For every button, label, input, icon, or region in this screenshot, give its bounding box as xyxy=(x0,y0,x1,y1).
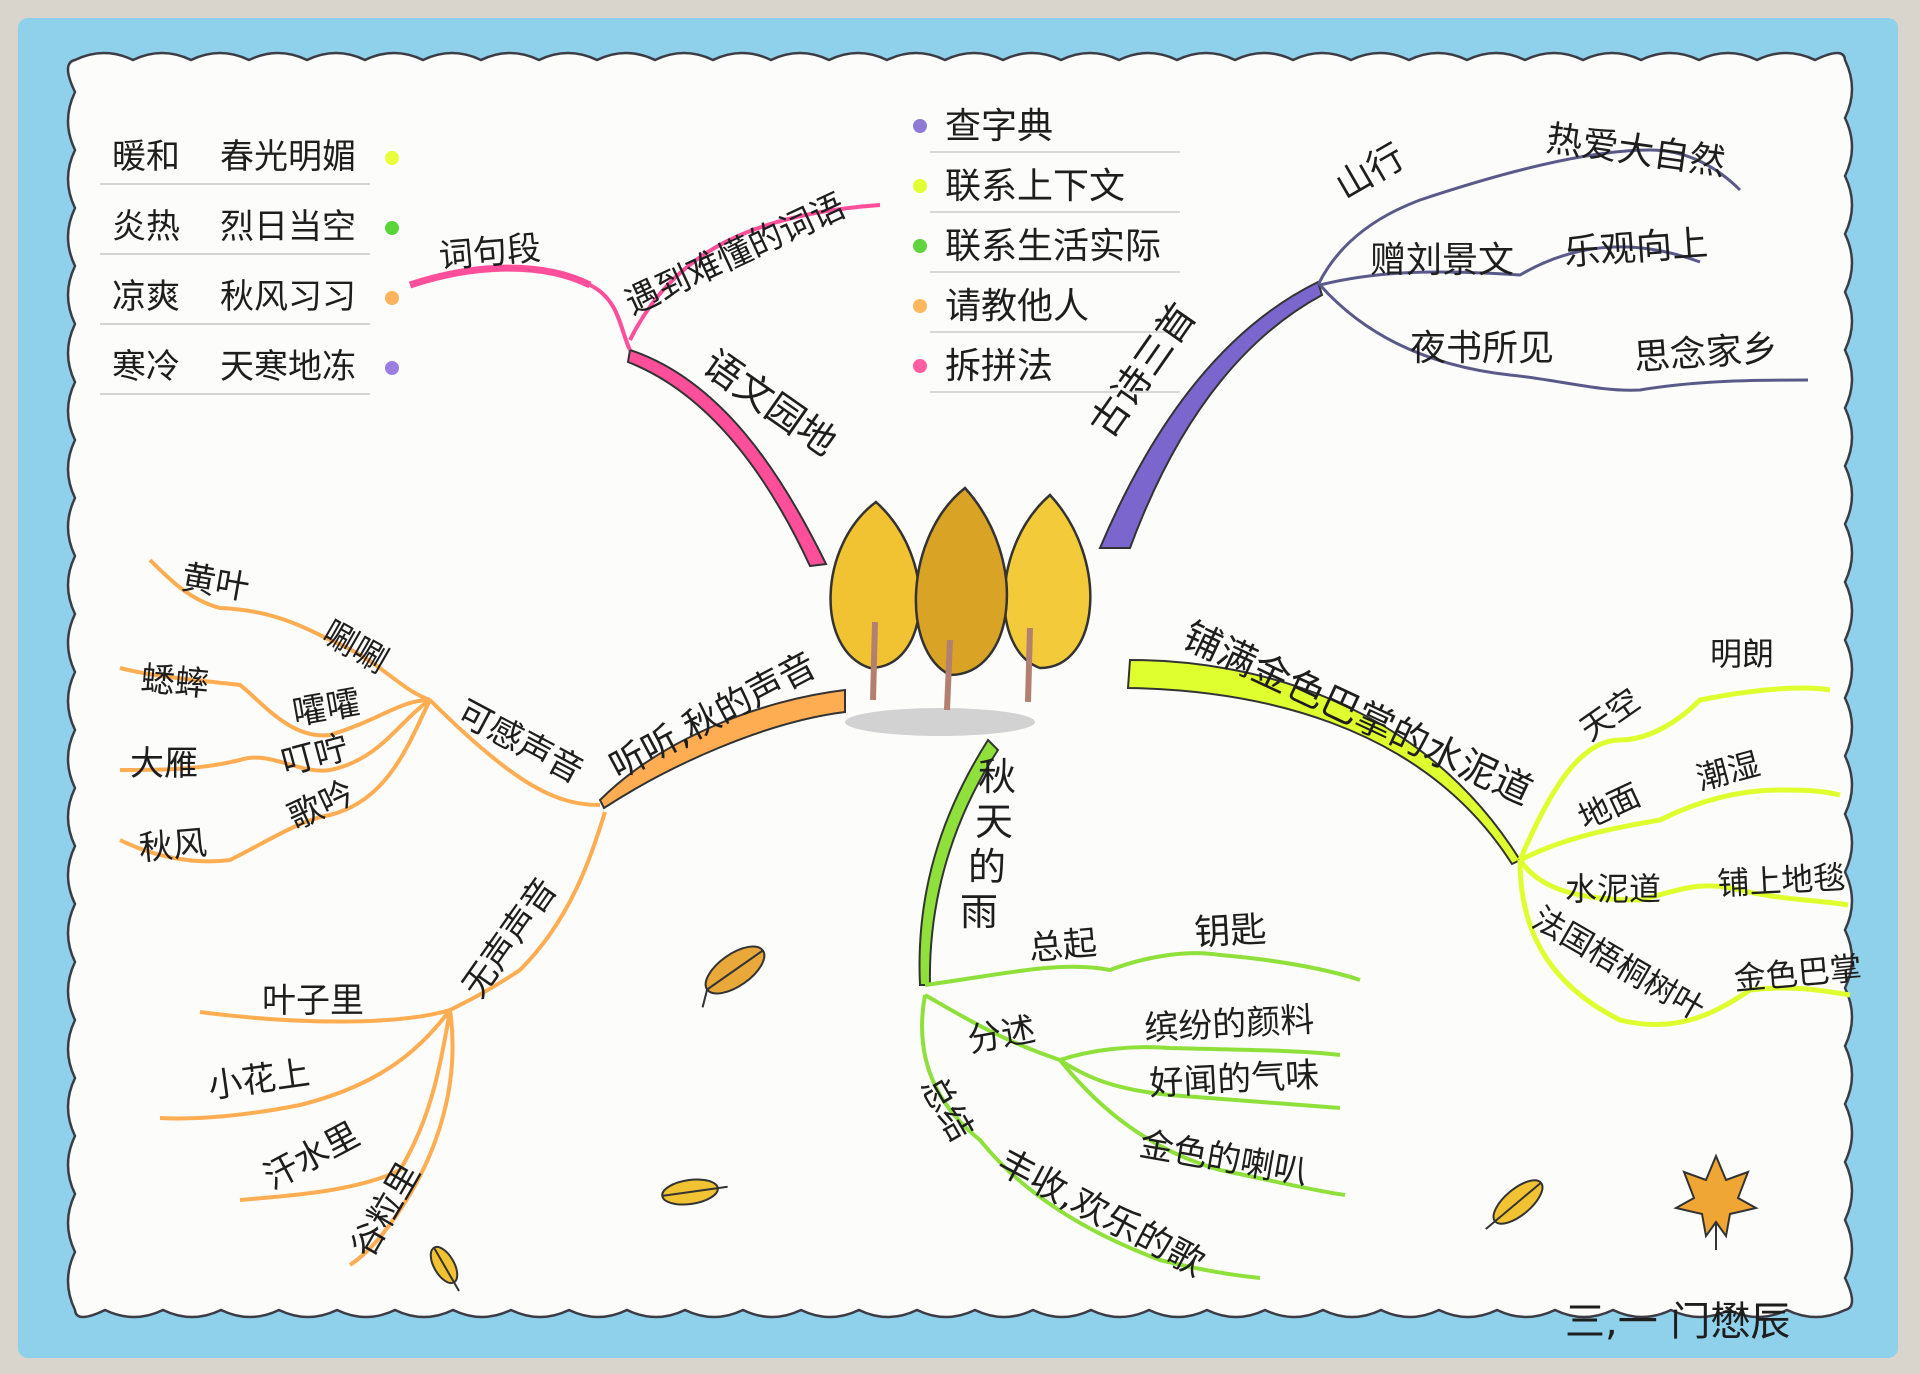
vocab-label: 词句段 xyxy=(437,228,542,277)
road-lines xyxy=(1517,685,1851,1028)
vocab-word: 暖和 xyxy=(112,137,180,177)
paper-area xyxy=(66,51,1854,1319)
vocab-idiom: 天寒地冻 xyxy=(220,347,356,387)
rain-detail-item: 好闻的气味 xyxy=(1148,1055,1320,1104)
maple-leaf-icon xyxy=(1673,1153,1759,1250)
method-text: 查字典 xyxy=(945,106,1053,147)
color-dot xyxy=(913,239,927,253)
signature: 三,一 门懋辰 xyxy=(1565,1299,1790,1345)
rain-label-3: 的 xyxy=(968,845,1006,889)
leaf-icon xyxy=(1485,1179,1544,1230)
audible-lines xyxy=(119,558,432,864)
color-dot xyxy=(385,291,399,305)
color-dot xyxy=(913,299,927,313)
rain-label-1: 秋 xyxy=(978,755,1016,799)
vocab-idiom: 春光明媚 xyxy=(220,137,356,177)
leaf-icon xyxy=(701,945,766,1008)
poem-item: 赠刘景文 乐观向上 xyxy=(1370,223,1709,281)
rain-intro-label: 总起 xyxy=(1027,923,1098,969)
method-item: 拆拼法 xyxy=(913,346,1180,393)
vocab-row: 暖和春光明媚 xyxy=(100,137,399,185)
poem-title: 赠刘景文 xyxy=(1370,240,1514,281)
color-dot xyxy=(913,119,927,133)
vocab-idiom: 烈日当空 xyxy=(220,207,356,247)
color-dot xyxy=(913,359,927,373)
method-item: 请教他人 xyxy=(913,286,1180,333)
road-subject: 水泥道 xyxy=(1565,870,1661,908)
branch-road xyxy=(1126,658,1522,866)
silent-sound-item: 叶子里 xyxy=(262,981,364,1021)
poem-meaning: 乐观向上 xyxy=(1563,223,1710,274)
color-dot xyxy=(913,179,927,193)
rain-label-4: 雨 xyxy=(960,890,998,934)
rain-intro-text: 钥匙 xyxy=(1193,909,1267,954)
sound-source: 秋风 xyxy=(137,823,208,869)
method-text: 请教他人 xyxy=(945,286,1089,327)
poem-item: 夜书所见 思念家乡 xyxy=(1410,328,1779,379)
rain-label-2: 天 xyxy=(975,800,1013,844)
rain-detail-item: 缤纷的颜料 xyxy=(1143,1000,1315,1049)
leaf-icon xyxy=(661,1178,728,1206)
vocab-section: 词句段 暖和春光明媚炎热烈日当空凉爽秋风习习寒冷天寒地冻 xyxy=(100,137,632,395)
poem-meaning: 思念家乡 xyxy=(1633,328,1780,379)
method-item: 联系上下文 xyxy=(913,166,1180,213)
vocab-word: 凉爽 xyxy=(112,277,180,317)
branch-sound xyxy=(598,688,846,810)
silent-lines xyxy=(159,1008,455,1267)
method-text: 联系上下文 xyxy=(945,166,1125,207)
central-trees-illustration xyxy=(829,486,1092,736)
sound-source: 大雁 xyxy=(130,744,198,784)
method-text: 联系生活实际 xyxy=(945,226,1161,267)
method-item: 联系生活实际 xyxy=(913,226,1180,273)
vocab-word: 炎热 xyxy=(112,207,180,247)
sound-source: 蟋蟀 xyxy=(139,659,210,705)
leaf-icon xyxy=(429,1245,460,1292)
vocab-idiom: 秋风习习 xyxy=(220,277,356,317)
method-item: 查字典 xyxy=(913,106,1180,153)
color-dot xyxy=(385,151,399,165)
color-dot xyxy=(385,361,399,375)
method-text: 拆拼法 xyxy=(945,346,1053,387)
rain-lines xyxy=(920,951,1361,1280)
road-description: 铺上地毯 xyxy=(1716,858,1846,903)
vocab-word: 寒冷 xyxy=(112,347,180,387)
road-description: 明朗 xyxy=(1710,635,1774,673)
leaf-icons xyxy=(429,945,1759,1292)
vocab-row: 炎热烈日当空 xyxy=(100,207,399,255)
road-pair: 水泥道 铺上地毯 xyxy=(1565,858,1846,908)
poem-title: 夜书所见 xyxy=(1410,328,1554,369)
branch-yuwen xyxy=(626,348,828,568)
color-dot xyxy=(385,221,399,235)
branch-poems xyxy=(1098,280,1324,549)
vocab-row: 凉爽秋风习习 xyxy=(100,277,399,325)
vocab-row: 寒冷天寒地冻 xyxy=(100,347,399,395)
